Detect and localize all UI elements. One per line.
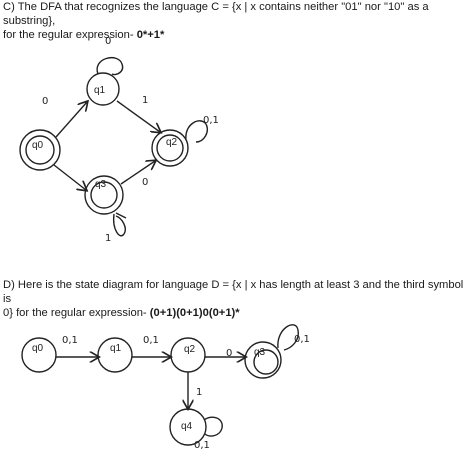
state-d-q3-label: q3: [254, 347, 266, 358]
edge-c-q0-q1: [55, 102, 87, 138]
loop-d-q4: [203, 416, 223, 437]
state-d-q0: q0: [21, 337, 57, 373]
part-c-line2: for the regular expression-: [3, 29, 137, 41]
state-c-q2-label: q2: [166, 137, 178, 148]
label-d-q0-q1: 0,1: [62, 335, 78, 346]
part-c-regex: 0*+1*: [136, 29, 165, 41]
label-d-q1-q2: 0,1: [143, 335, 159, 346]
loop-d-q3: [277, 324, 299, 351]
state-d-q4-label: q4: [181, 421, 193, 432]
edge-c-q3-q2: [120, 161, 155, 185]
label-c-q3-loop: 1: [105, 233, 111, 244]
state-c-q0-label: q0: [32, 140, 44, 151]
edge-c-q1-q2: [116, 100, 160, 132]
label-d-q4-loop: 0,1: [194, 440, 210, 451]
state-c-q1-label: q1: [94, 85, 106, 96]
loop-c-q3: [112, 213, 126, 237]
part-d-line2: 0} for the regular expression-: [3, 307, 150, 319]
label-c-q2-loop: 0,1: [203, 115, 219, 126]
label-d-q3-loop: 0,1: [294, 334, 310, 345]
state-d-q3: q3: [244, 341, 282, 379]
edge-c-q0-q3: [53, 164, 86, 190]
state-d-q2-label: q2: [184, 344, 196, 355]
label-c-q1-loop: 0: [105, 36, 111, 47]
loop-c-q2: [185, 120, 208, 143]
loop-c-q1: [96, 56, 124, 76]
state-c-q3: q3: [84, 175, 124, 215]
state-c-q3-label: q3: [95, 179, 107, 190]
part-c-prefix: C) The DFA that recognizes the language …: [3, 1, 429, 27]
state-c-q2: q2: [151, 129, 189, 167]
state-d-q0-label: q0: [32, 343, 44, 354]
part-d-text: D) Here is the state diagram for languag…: [3, 278, 471, 320]
state-c-q1: q1: [86, 72, 120, 106]
label-d-q2-q3: 0: [226, 348, 232, 359]
state-d-q1: q1: [97, 337, 133, 373]
label-c-q3-q2: 0: [142, 177, 148, 188]
state-d-q4: q4: [169, 408, 207, 446]
label-d-q2-q4: 1: [196, 387, 202, 398]
label-c-q0-q1: 0: [42, 96, 48, 107]
state-d-q1-label: q1: [110, 343, 122, 354]
label-c-q1-q2: 1: [142, 95, 148, 106]
state-c-q0: q0: [19, 129, 61, 171]
state-d-q2: q2: [170, 337, 206, 373]
part-d-regex: (0+1)(0+1)0(0+1)*: [149, 307, 240, 319]
part-c-text: C) The DFA that recognizes the language …: [3, 0, 471, 42]
part-d-prefix: D) Here is the state diagram for languag…: [3, 279, 464, 305]
diagram-c: q1 0 q0 0 1 q2 0,1 q3: [19, 36, 219, 244]
diagram-d: q0 0,1 q1 0,1 q2 0 q3 0,1 1: [21, 324, 310, 451]
